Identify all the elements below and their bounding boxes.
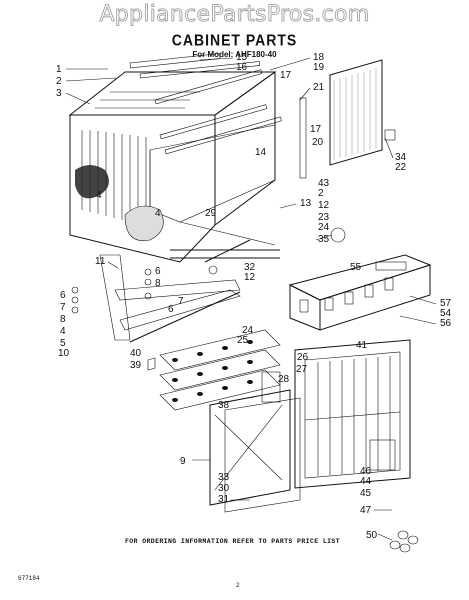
callout-6c: 6 <box>168 304 174 315</box>
callout-10: 10 <box>58 348 70 359</box>
cabinet-shell <box>68 71 280 263</box>
callout-47: 47 <box>360 505 372 516</box>
callout-13: 13 <box>300 198 312 209</box>
callout-24a: 24 <box>318 222 330 233</box>
callout-21: 21 <box>313 82 325 93</box>
page-number: 2 <box>236 582 240 589</box>
callout-54: 54 <box>440 308 452 319</box>
control-housing <box>288 254 432 331</box>
callout-18: 18 <box>313 52 325 63</box>
callout-19: 19 <box>313 62 325 73</box>
callout-29: 29 <box>205 208 217 219</box>
callout-55: 55 <box>350 262 362 273</box>
callout-46: 46 <box>360 466 372 477</box>
callout-57: 57 <box>440 298 452 309</box>
callout-5: 5 <box>60 338 66 349</box>
callout-7b: 7 <box>178 296 184 307</box>
callout-40: 40 <box>130 348 142 359</box>
callout-15: 15 <box>236 52 248 63</box>
callout-50: 50 <box>366 530 378 541</box>
callout-17a: 17 <box>280 70 292 81</box>
callout-44: 44 <box>360 476 372 487</box>
callout-8b: 8 <box>60 314 66 325</box>
callout-6a: 6 <box>155 266 161 277</box>
callout-43: 43 <box>318 178 330 189</box>
callout-31: 31 <box>218 494 230 505</box>
callout-30: 30 <box>218 483 230 494</box>
watermark: AppliancePartsPros.com <box>99 2 370 28</box>
callout-41: 41 <box>356 340 368 351</box>
callout-33: 33 <box>218 472 230 483</box>
callout-39: 39 <box>130 360 142 371</box>
callout-26: 26 <box>297 352 309 363</box>
filter-frame <box>209 371 301 513</box>
callout-22: 22 <box>395 162 407 173</box>
document-number: 677184 <box>18 575 40 582</box>
callout-45: 45 <box>360 488 372 499</box>
callout-23: 23 <box>318 212 330 223</box>
callout-34: 34 <box>395 152 407 163</box>
callout-24b: 24 <box>242 325 254 336</box>
rear-grille-panel <box>299 59 396 179</box>
leader-lines <box>65 57 437 541</box>
callout-7a: 7 <box>60 302 66 313</box>
callout-25: 25 <box>237 335 249 346</box>
callout-9: 9 <box>180 456 186 467</box>
callout-8a: 8 <box>155 278 161 289</box>
callout-labels: 1 2 3 15 16 18 19 17 21 17 20 34 22 14 1… <box>56 52 452 541</box>
callout-4a: 4 <box>96 190 102 201</box>
callout-35: 35 <box>318 234 330 245</box>
callout-56: 56 <box>440 318 452 329</box>
callout-38: 38 <box>218 400 230 411</box>
callout-32: 32 <box>244 262 256 273</box>
callout-11: 11 <box>95 256 106 267</box>
callout-4b: 4 <box>155 208 161 219</box>
callout-2b: 2 <box>318 188 324 199</box>
diagram-title: CABINET PARTS <box>171 31 298 49</box>
callout-17b: 17 <box>310 124 322 135</box>
callout-3: 3 <box>56 88 62 99</box>
top-gasket-strips <box>129 53 282 155</box>
base-rails <box>71 227 346 343</box>
ordering-footer: FOR ORDERING INFORMATION REFER TO PARTS … <box>125 538 341 545</box>
callout-27: 27 <box>296 364 308 375</box>
front-panel <box>294 339 419 553</box>
callout-12a: 12 <box>318 200 330 211</box>
callout-2: 2 <box>56 76 62 87</box>
louvre-blades <box>147 329 281 411</box>
callout-1: 1 <box>56 64 62 75</box>
callout-4c: 4 <box>60 326 66 337</box>
callout-14: 14 <box>255 147 267 158</box>
callout-16: 16 <box>236 62 248 73</box>
callout-28: 28 <box>278 374 290 385</box>
callout-6b: 6 <box>60 290 66 301</box>
callout-12b: 12 <box>244 272 256 283</box>
callout-20: 20 <box>312 137 324 148</box>
model-line: For Model: AHF180-40 <box>192 50 277 59</box>
